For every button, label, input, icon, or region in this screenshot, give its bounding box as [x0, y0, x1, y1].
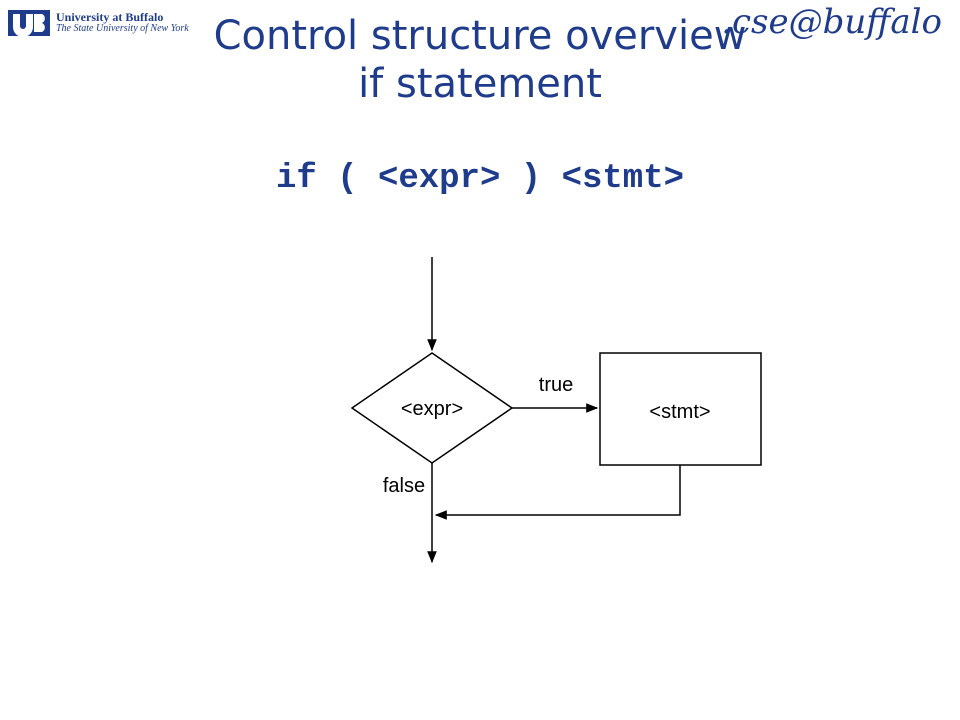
cse-logo: .cse@buffalo — [721, 2, 942, 42]
title-line-1: Control structure overview — [213, 13, 747, 59]
ub-name: University at Buffalo — [56, 10, 164, 25]
false-label: false — [383, 475, 425, 497]
title-line-2: if statement — [358, 61, 602, 107]
true-label: true — [539, 374, 573, 396]
syntax-line: if ( <expr> ) <stmt> — [275, 160, 685, 198]
slide-title: Control structure overview if statement — [0, 12, 960, 108]
ub-monogram-icon — [8, 10, 50, 37]
statement-label: <stmt> — [649, 401, 710, 423]
decision-label: <expr> — [401, 398, 463, 420]
statement-box — [599, 352, 762, 466]
ub-subtitle: The State University of New York — [56, 23, 189, 35]
return-arrow — [434, 465, 681, 520]
ub-logo: University at Buffalo The State Universi… — [8, 8, 189, 38]
